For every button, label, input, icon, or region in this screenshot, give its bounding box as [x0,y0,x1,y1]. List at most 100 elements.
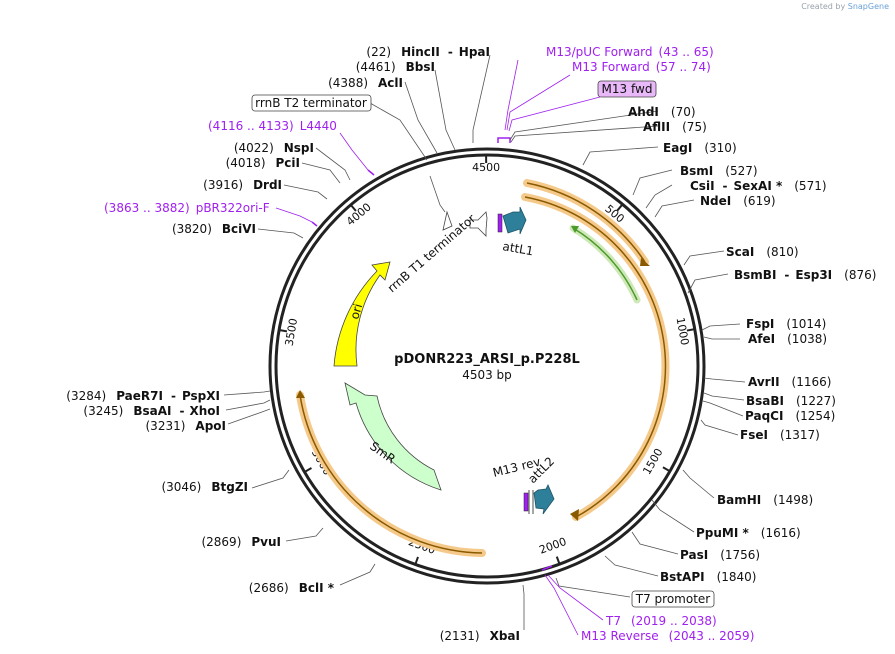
site-label-part: (3284) [66,389,106,403]
site-label-part: (1756) [720,548,760,562]
site-aflii-label[interactable]: AflII (75) [643,120,707,134]
primer-m13rev-label[interactable]: M13 Reverse(2043 .. 2059) [581,629,754,643]
tick-1000 [686,328,695,332]
site-label-part: PvuI [251,535,281,549]
site-label-part: (75) [682,120,707,134]
site-paer7i-label[interactable]: (3284)PaeR7I-PspXI [66,389,220,403]
site-pasi-label[interactable]: PasI (1756) [680,548,760,562]
site-ahdi-label[interactable]: AhdI(70) [628,105,696,119]
t7-promoter-box[interactable] [631,590,715,608]
site-label-part: BtgZI [211,480,248,494]
site-bsmi-label[interactable]: BsmI(527) [680,164,758,178]
m13-fwd-primer-mark [497,213,503,233]
site-label-part: BsmI [680,164,713,178]
site-label-part: BamHI [717,493,761,507]
t7-promoter-label: T7 promoter [635,592,711,606]
site-label-part: FspI [746,317,774,331]
site-bsaai-label[interactable]: (3245)BsaAI-XhoI [83,404,220,418]
site-label-part: (3820) [172,222,212,236]
orf-arcs [296,179,670,557]
site-bamhi-label[interactable]: BamHI (1498) [717,493,813,507]
restriction-site-labels: (22)HincII-HpaI(4461)BbsI(4388)AclIAhdI(… [66,45,876,643]
site-label-part: ScaI [726,245,754,259]
primer-l4440-label[interactable]: (4116 .. 4133)L4440 [208,119,337,133]
ori-feature[interactable] [333,261,391,367]
site-drdi-label[interactable]: (3916)DrdI [203,178,282,192]
site-label-part: PasI [680,548,708,562]
site-label-part: (2869) [201,535,241,549]
orf-arrowhead-3 [296,390,305,398]
site-hincii-hpai-label[interactable]: (22)HincII-HpaI [366,45,490,59]
site-label-part: (1840) [717,570,757,584]
site-ppumi-label[interactable]: PpuMI *(1616) [696,526,801,540]
site-fspi-label[interactable]: FspI (1014) [746,317,826,331]
site-label-part: AhdI [628,105,659,119]
site-label-part: AfeI [748,332,775,346]
site-label-part: BsmBI [734,268,776,282]
site-label-part: PaqCI [745,409,783,423]
m13-fwd-box-label: M13 fwd [602,82,653,96]
orf-arc-3[interactable] [296,391,486,557]
site-label-part: (571) [794,179,826,193]
site-apoi-label[interactable]: (3231) ApoI [146,419,227,433]
site-bbsi-label[interactable]: (4461)BbsI [356,60,435,74]
tick-3000 [304,467,312,473]
primer-t7-label[interactable]: T7(2019 .. 2038) [605,614,717,628]
site-bcli-label[interactable]: (2686)BclI * [249,581,335,595]
primer-pbr322-label[interactable]: (3863 .. 3882)pBR322ori-F [104,201,270,215]
site-label-part: (1166) [792,375,832,389]
site-btgzi-label[interactable]: (3046)BtgZI [161,480,248,494]
site-label-part: CsiI [690,179,715,193]
site-csii-sexai-label[interactable]: CsiI-SexAI *(571) [690,179,827,193]
site-acli-label[interactable]: (4388)AclI [328,76,403,90]
plasmid-name: pDONR223_ARSI_p.P228L [394,352,580,367]
site-bcivi-label[interactable]: (3820)BciVI [172,222,256,236]
tick-4000 [350,204,357,212]
site-xbai-label[interactable]: (2131) XbaI [440,629,520,643]
attl2-feature[interactable] [533,484,555,515]
site-label-part: (22) [366,45,391,59]
site-label-part: BclI * [299,581,335,595]
site-label-part: ApoI [195,419,226,433]
rrnb-t2-terminator-box[interactable] [251,94,372,112]
feature-label-attl1: attL1 [501,239,534,258]
site-bstapi-label[interactable]: BstAPI(1840) [660,570,756,584]
site-label-part: (1498) [773,493,813,507]
primer-m13fwd-label[interactable]: M13 Forward(57 .. 74) [572,60,711,74]
site-nspi-label[interactable]: (4022)NspI [234,141,314,155]
site-label-part: (1014) [786,317,826,331]
site-bsabi-label[interactable]: BsaBI(1227) [746,394,836,408]
site-label-part: (3231) [146,419,186,433]
smr-feature[interactable] [344,382,442,491]
tick-label-1000: 1000 [674,316,692,346]
tick-label-4000: 4000 [344,200,374,228]
tick-label-3500: 3500 [283,317,301,347]
site-label-part: EagI [663,141,692,155]
attl1-feature[interactable] [502,206,527,235]
rrnb-t2-terminator-label: rrnB T2 terminator [255,96,367,110]
site-avrii-label[interactable]: AvrII(1166) [748,375,831,389]
rrnb-t1-terminator-feature[interactable] [442,210,488,237]
site-ndei-label[interactable]: NdeI(619) [700,194,776,208]
site-pvui-label[interactable]: (2869) PvuI [201,535,281,549]
site-pcii-label[interactable]: (4018)PciI [226,156,300,170]
primer-m13puc-label[interactable]: M13/pUC Forward(43 .. 65) [546,45,714,59]
site-label-part: (810) [766,245,798,259]
site-label-part: PspXI [182,389,220,403]
site-label-part: BsaBI [746,394,784,408]
site-afei-label[interactable]: AfeI(1038) [748,332,827,346]
site-scai-label[interactable]: ScaI (810) [726,245,799,259]
site-label-part: AflII [643,120,670,134]
tick-label-4500: 4500 [472,161,500,174]
watermark-prefix: Created by [801,2,846,11]
site-psei-label[interactable]: FseI(1317) [740,428,820,442]
m13-fwd-box[interactable] [597,80,657,98]
site-label-part: XbaI [490,629,520,643]
m13-rev-primer-mark [523,492,529,512]
site-label-part: (310) [704,141,736,155]
site-eagi-label[interactable]: EagI (310) [663,141,737,155]
site-label-part: (2131) [440,629,480,643]
site-paqci-label[interactable]: PaqCI(1254) [745,409,835,423]
site-bsmbi-esp3i-label[interactable]: BsmBI-Esp3I(876) [734,268,876,282]
site-label-part: PciI [276,156,301,170]
